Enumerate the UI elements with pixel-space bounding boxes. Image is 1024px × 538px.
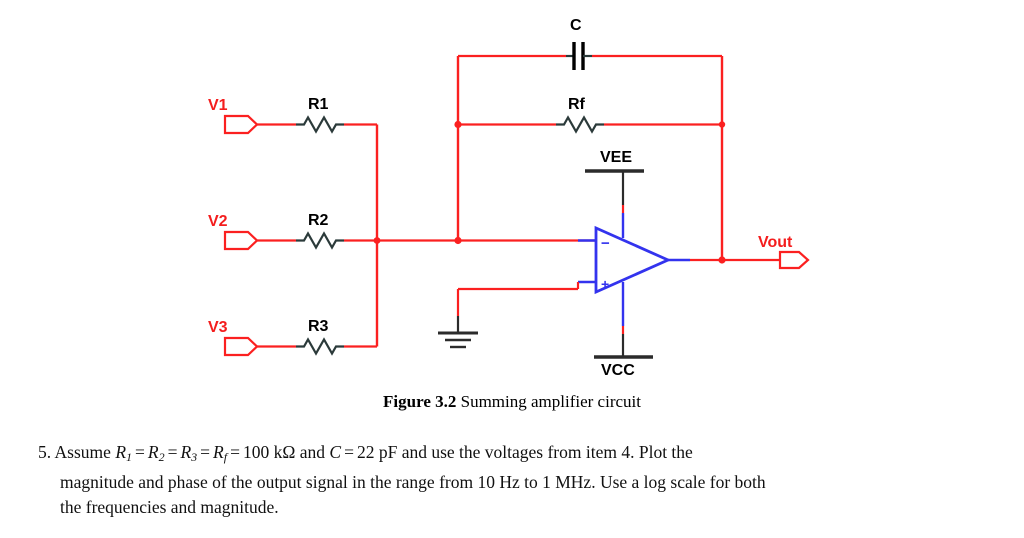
junction-dot-inverting-input: [454, 236, 462, 245]
var-c: C: [329, 442, 342, 462]
junction-dot-summing-bus: [373, 237, 381, 244]
var-r2: R: [147, 442, 159, 462]
resistor-label-rf: Rf: [568, 96, 586, 113]
problem-line1-lead: Assume: [54, 442, 111, 462]
eq-2: =: [167, 442, 178, 462]
supply-vcc: VCC: [594, 282, 653, 379]
problem-line-2: magnitude and phase of the output signal…: [60, 472, 766, 492]
resistor-symbol-rf: [554, 116, 606, 133]
figure-caption-number: Figure 3.2: [383, 392, 457, 411]
input-port-label-v2: V2: [208, 213, 228, 230]
eq-3: =: [200, 442, 211, 462]
opamp-triangle[interactable]: [594, 225, 672, 295]
eq-1: =: [135, 442, 145, 462]
input-port-symbol-v3[interactable]: [223, 336, 259, 357]
input-port-label-v3: V3: [208, 319, 228, 336]
feedback-capacitor-group: C: [456, 17, 726, 128]
problem-number: 5.: [38, 442, 52, 462]
resistor-symbol-r2: [294, 232, 346, 249]
resistor-label-r1: R1: [308, 96, 329, 113]
var-r3: R: [180, 442, 192, 462]
supply-label-vcc: VCC: [601, 362, 635, 379]
value-capacitance: 22 pF: [356, 442, 398, 462]
resistor-label-r2: R2: [308, 212, 329, 229]
input-branch-v3: V3 R3: [208, 318, 377, 357]
input-port-symbol-v1[interactable]: [223, 114, 259, 135]
feedback-resistor-group: Rf: [458, 96, 722, 133]
opamp[interactable]: − +: [578, 225, 690, 295]
var-r3-sub: 3: [191, 450, 198, 464]
figure-caption: Figure 3.2 Summing amplifier circuit: [0, 392, 1024, 412]
input-branch-v1: V1 R1: [208, 96, 377, 135]
var-rf: R: [213, 442, 224, 462]
resistor-label-r3: R3: [308, 318, 329, 335]
resistor-symbol-r3: [294, 338, 346, 355]
output-port-label-vout: Vout: [758, 234, 793, 251]
conj-and: and: [299, 442, 326, 462]
opamp-noninverting-sign: +: [601, 276, 609, 292]
eq-4: =: [230, 442, 240, 462]
problem-line1-tail: and use the voltages from item 4. Plot t…: [401, 442, 693, 462]
problem-line-3: the frequencies and magnitude.: [60, 497, 279, 517]
value-resistance: 100 kΩ: [242, 442, 296, 462]
input-port-symbol-v2[interactable]: [223, 230, 259, 251]
ground-branch: [438, 282, 580, 349]
var-r2-sub: 2: [158, 450, 165, 464]
input-branch-v2: V2 R2: [208, 212, 600, 251]
var-r1: R: [115, 442, 127, 462]
circuit-diagram: V1 R1 V2 R2 V3 R3: [208, 17, 810, 379]
capacitor-label-c: C: [570, 17, 582, 34]
var-r1-sub: 1: [126, 450, 133, 464]
var-rf-sub: f: [223, 450, 228, 464]
junction-dot-output: [718, 256, 726, 264]
problem-statement: 5. Assume R1=R2=R3=Rf=100 kΩ and C=22 pF…: [0, 440, 1024, 520]
opamp-inverting-sign: −: [601, 235, 610, 252]
problem-line-1: 5. Assume R1=R2=R3=Rf=100 kΩ and C=22 pF…: [0, 440, 1024, 470]
output-port-symbol-vout[interactable]: [778, 250, 810, 270]
resistor-symbol-r1: [294, 116, 346, 133]
input-port-label-v1: V1: [208, 97, 228, 114]
eq-5: =: [344, 442, 354, 462]
output-branch: Vout: [690, 124, 810, 270]
supply-label-vee: VEE: [600, 149, 632, 166]
figure-caption-text: Summing amplifier circuit: [460, 392, 641, 411]
supply-vee: VEE: [585, 149, 644, 238]
